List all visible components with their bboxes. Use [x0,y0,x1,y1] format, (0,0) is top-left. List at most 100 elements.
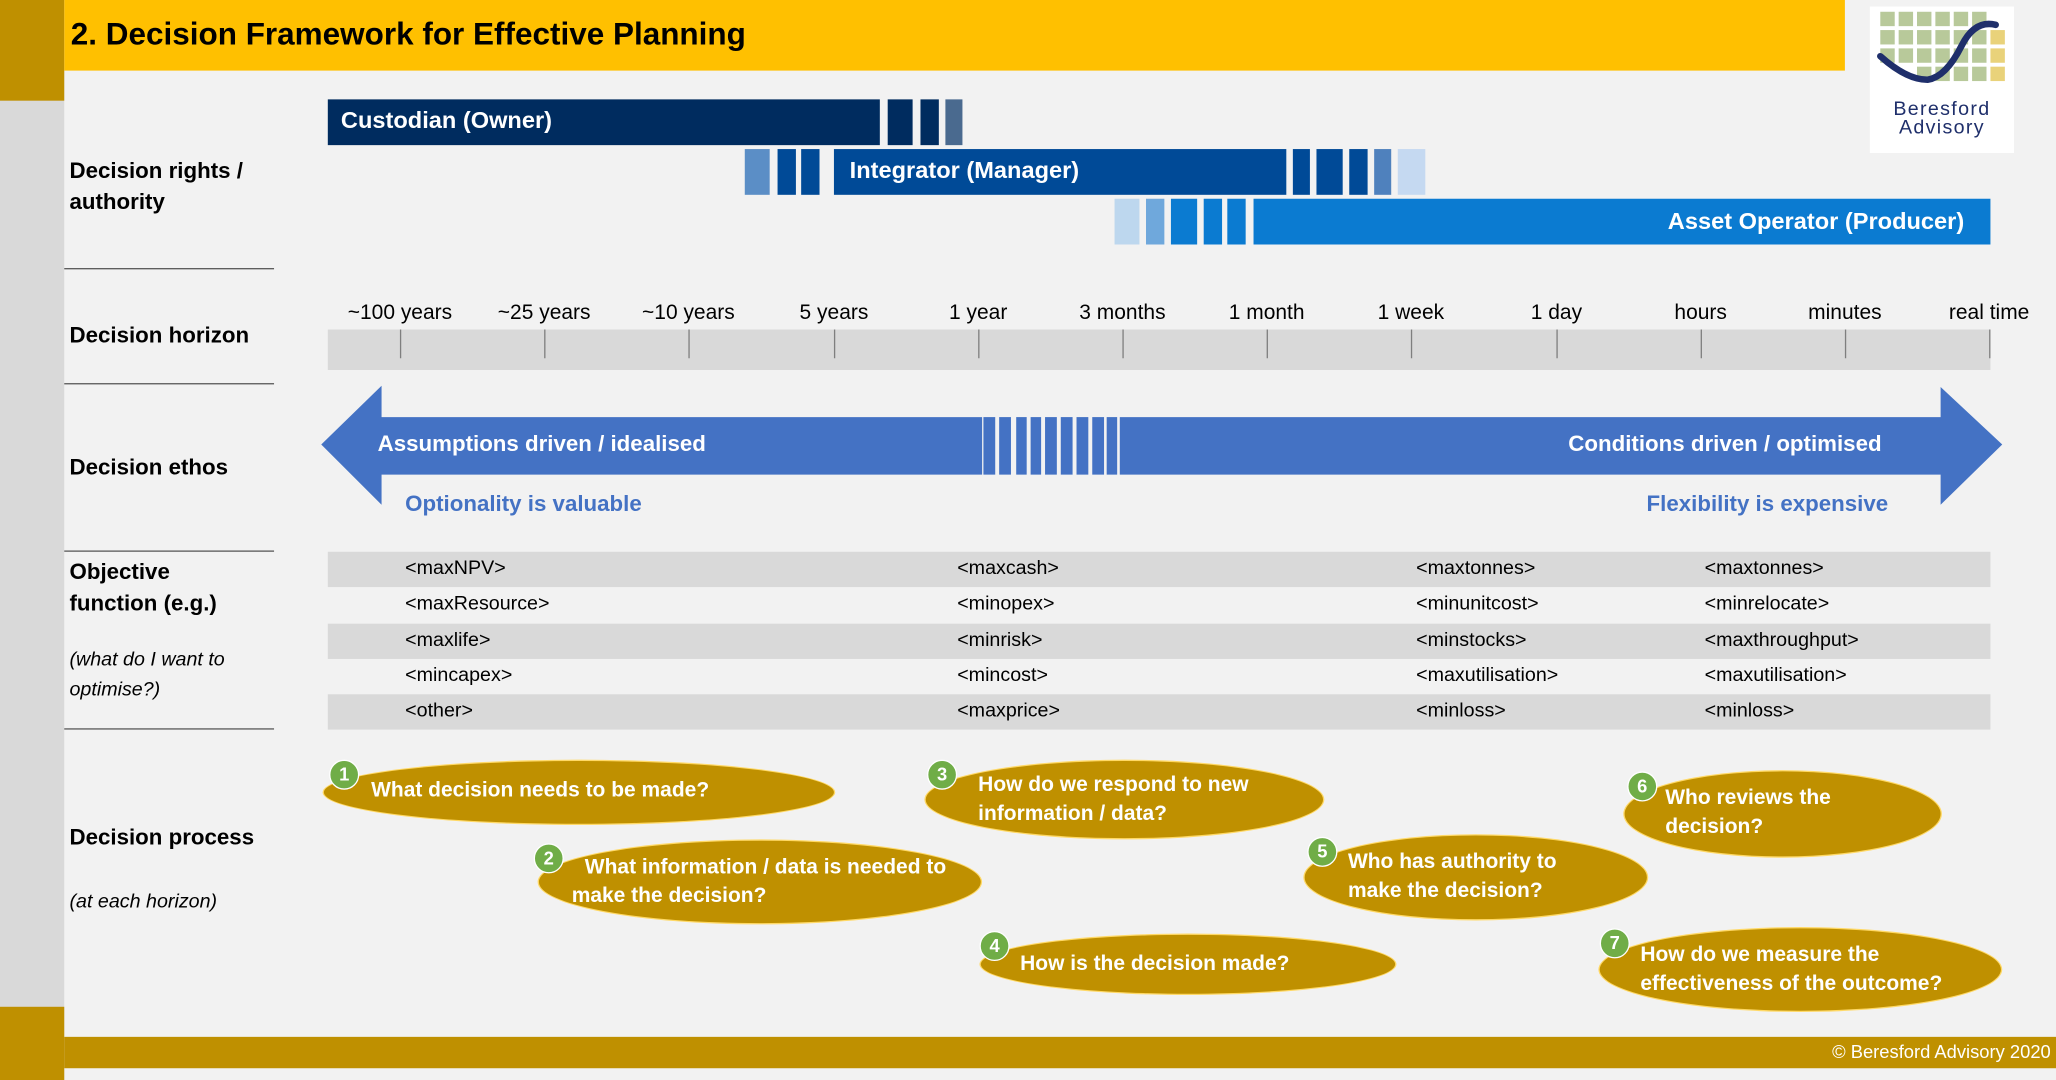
bar-segment [1146,198,1165,245]
bar-segment [1349,149,1368,195]
objective-cell: <minloss> [1416,699,1506,722]
objective-row: <maxlife><minrisk><minstocks><maxthrough… [327,623,1991,659]
bar-segment [1397,149,1426,195]
objective-cell: <maxcash> [957,556,1059,580]
horizon-label: minutes [1808,302,1882,325]
horizon-tick [1700,329,1702,359]
label-objective-sub: (what do I want to optimise?) [69,645,224,705]
left-accent-top [0,0,65,101]
process-step-2: What information / data is needed to mak… [538,840,981,924]
horizon-tick [399,329,402,359]
horizon-tick [1844,329,1847,359]
beresford-logo: Beresford Advisory [1869,6,2015,153]
footer-copyright: © Beresford Advisory 2020 [1832,1040,2051,1062]
bar-asset-operator: Asset Operator (Producer) [1253,198,1991,245]
label-decision-horizon: Decision horizon [69,322,250,348]
divider [64,550,275,552]
objective-cell: <maxResource> [405,592,550,615]
horizon-scale [327,329,1991,371]
objective-cell: <maxutilisation> [1416,664,1559,687]
step-number-badge: 3 [927,759,958,790]
bar-segment [777,149,796,195]
ethos-left-label: Assumptions driven / idealised [377,431,706,457]
bar-segment [945,99,963,146]
process-text: How do we respond to new [978,774,1249,797]
step-number-badge: 7 [1599,928,1630,959]
bar-segment [887,99,913,146]
horizon-label: 5 years [799,302,869,325]
objective-cell: <maxutilisation> [1704,664,1847,687]
process-step-7: How do we measure the effectiveness of t… [1599,928,2001,1011]
horizon-label: ~10 years [642,302,735,325]
objective-cell: <mincapex> [405,664,513,687]
horizon-label: hours [1674,302,1727,325]
objective-cell: <mincost> [957,664,1048,687]
step-number-badge: 4 [979,930,1010,962]
ethos-right-sub: Flexibility is expensive [1646,491,1889,517]
objective-cell: <maxprice> [957,699,1060,722]
objective-cell: <maxNPV> [405,556,506,580]
label-line: authority [69,189,165,215]
horizon-label: 1 year [949,302,1008,325]
objective-row: <other><maxprice><minloss><minloss> [327,694,1991,730]
label-decision-ethos: Decision ethos [69,455,229,480]
horizon-tick [1556,329,1558,359]
process-text: Who reviews the [1665,787,1831,810]
objective-row: <maxNPV><maxcash><maxtonnes><maxtonnes> [327,551,1991,588]
process-text: What information / data is needed to [584,856,947,879]
horizon-tick [1122,329,1124,359]
bar-segment [801,149,820,195]
label-line: function (e.g.) [69,590,217,616]
bar-segment [744,149,770,195]
label-decision-process: Decision process [69,825,255,850]
label-decision-rights: Decision rights / authority [69,156,242,219]
step-number-badge: 1 [329,759,360,790]
logo-line-2: Advisory [1898,116,1985,139]
bar-integrator-label: Integrator (Manager) [849,156,1080,184]
horizon-tick [544,329,546,359]
bar-segment [1227,198,1246,245]
objective-cell: <maxtonnes> [1416,556,1536,580]
divider [64,383,275,385]
ethos-arrow [321,385,2003,505]
bar-segment [1114,198,1140,245]
label-line: Decision rights / [69,158,243,184]
divider [64,268,275,270]
horizon-label: 3 months [1079,302,1166,325]
process-text: What decision needs to be made? [371,779,710,802]
label-line: optimise?) [69,678,161,701]
label-process-sub: (at each horizon) [69,890,218,913]
objective-cell: <maxthroughput> [1704,628,1859,651]
label-line: Objective [69,559,170,585]
process-text: information / data? [978,802,1167,826]
left-accent-bottom [0,1006,65,1080]
process-text: make the decision? [571,885,767,908]
objective-row: <maxResource><minopex><minunitcost><minr… [328,587,1991,622]
step-number-badge: 5 [1307,836,1338,867]
objective-cell: <minstocks> [1416,628,1527,651]
label-objective-function: Objective function (e.g.) [69,557,216,620]
left-strip [0,0,65,1080]
horizon-tick [1410,329,1413,359]
process-step-5: Who has authority to make the decision? [1304,835,1647,920]
footer-bar: © Beresford Advisory 2020 [64,1036,2056,1069]
process-text: How do we measure the [1640,944,1880,967]
ethos-left-sub: Optionality is valuable [405,491,642,517]
process-step-1: What decision needs to be made? [323,760,834,824]
objective-cell: <minrisk> [957,628,1043,651]
objective-cell: <other> [405,699,473,722]
horizon-label: 1 week [1377,302,1445,325]
title-bar [64,0,1845,71]
horizon-label: real time [1948,302,2030,325]
bar-custodian: Custodian (Owner) [327,99,880,146]
horizon-label: ~100 years [347,302,453,325]
horizon-tick [833,329,836,359]
ethos-right-label: Conditions driven / optimised [1568,431,1882,457]
bar-segment [1203,198,1223,245]
horizon-tick [688,329,690,359]
bar-segment [920,99,939,146]
process-step-3: How do we respond to new information / d… [925,760,1324,839]
logo-line-1: Beresford [1893,98,1991,121]
bar-segment [1374,149,1392,195]
objective-cell: <minopex> [957,592,1055,615]
